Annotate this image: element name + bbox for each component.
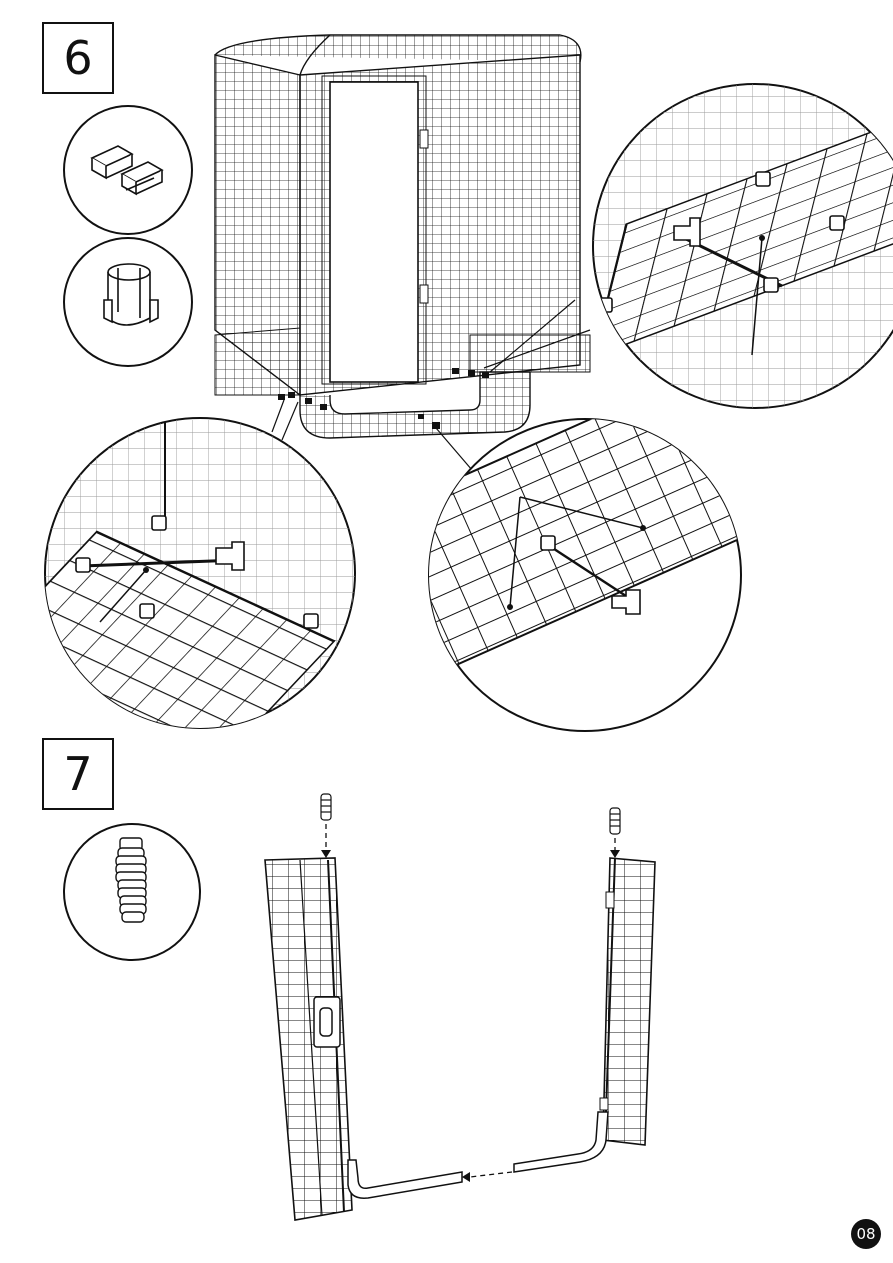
page-number-label: 08 [856, 1225, 875, 1243]
screw-connector-icon [64, 824, 200, 960]
page-number-badge: 08 [851, 1219, 881, 1249]
double-clip-icon [64, 106, 192, 234]
detail-circle-back-corner [590, 69, 893, 410]
detail-circle-front-left [0, 418, 360, 801]
tube-clamp-icon [64, 238, 192, 366]
door-frame-assembly [265, 794, 655, 1220]
run-enclosure-illustration [215, 35, 590, 470]
